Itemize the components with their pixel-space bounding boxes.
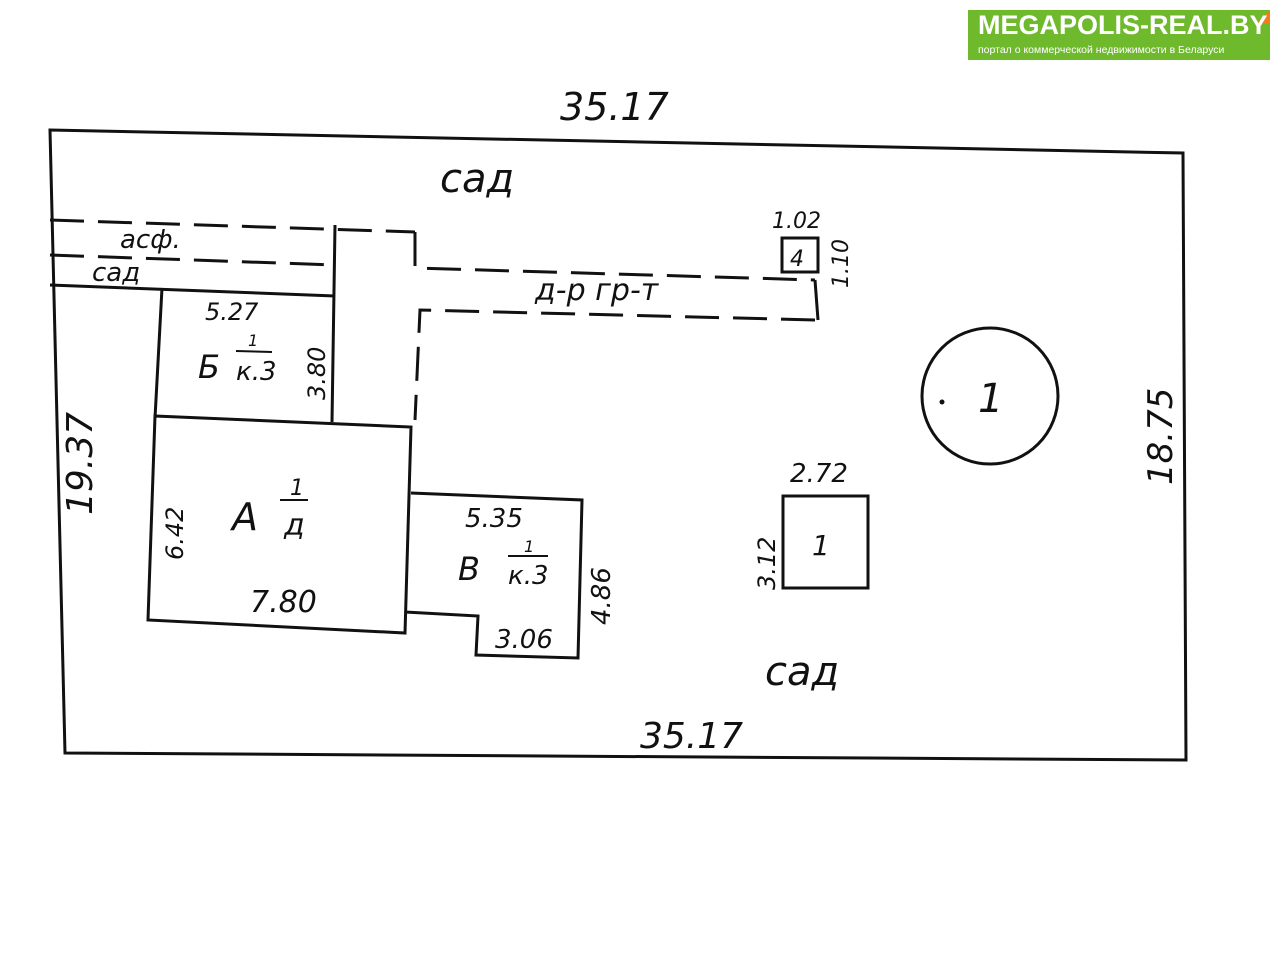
asphalt-label: асф. bbox=[120, 225, 181, 255]
garden-left-label: сад bbox=[92, 258, 140, 288]
building-a bbox=[146, 414, 413, 635]
building-b-material: к.3 bbox=[236, 357, 277, 387]
garden-top-label: сад bbox=[440, 156, 514, 202]
shed-1-depth: 3.12 bbox=[753, 537, 781, 590]
building-b-width: 5.27 bbox=[205, 298, 259, 326]
driveway-label: д-р гр-т bbox=[534, 273, 660, 308]
structure-4 bbox=[780, 236, 820, 274]
driveway-edge bbox=[413, 232, 816, 282]
plot-boundary bbox=[48, 128, 1188, 762]
structure-4-label: 4 bbox=[790, 247, 804, 272]
building-a-depth: 6.42 bbox=[161, 507, 189, 560]
building-v-depth: 4.86 bbox=[587, 567, 617, 625]
shed-1-width: 2.72 bbox=[790, 459, 848, 489]
shed-1-label: 1 bbox=[812, 529, 830, 562]
well-label: 1 bbox=[978, 376, 1003, 422]
building-a-width: 7.80 bbox=[250, 585, 317, 620]
structure-4-depth: 1.10 bbox=[829, 239, 854, 288]
logo-subtitle: портал о коммерческой недвижимости в Бел… bbox=[978, 44, 1225, 56]
building-a-material: д bbox=[283, 508, 305, 543]
building-b-floors: 1 bbox=[248, 331, 258, 350]
shed-1 bbox=[781, 494, 870, 590]
bottom-length: 35.17 bbox=[640, 716, 743, 757]
building-v-width: 5.35 bbox=[465, 504, 523, 534]
fraction-line bbox=[235, 350, 273, 353]
building-a-letter: А bbox=[229, 495, 258, 539]
strip-line bbox=[49, 283, 336, 298]
well-circle bbox=[920, 326, 1060, 466]
asphalt-strip bbox=[49, 218, 416, 234]
logo-title: MEGAPOLIS-REAL.BY bbox=[978, 10, 1268, 40]
top-length: 35.17 bbox=[560, 85, 669, 129]
well-dot bbox=[939, 399, 945, 405]
driveway-edge bbox=[413, 308, 816, 421]
building-b bbox=[153, 224, 337, 423]
site-logo[interactable]: MEGAPOLIS-REAL.BY портал о коммерческой … bbox=[968, 10, 1270, 60]
building-v-material: к.3 bbox=[508, 561, 549, 591]
building-v-floors: 1 bbox=[524, 537, 534, 556]
building-v-letter: В bbox=[458, 550, 480, 588]
left-length: 19.37 bbox=[60, 412, 101, 515]
building-b-letter: Б bbox=[198, 348, 220, 386]
structure-4-width: 1.02 bbox=[772, 209, 821, 234]
right-length: 18.75 bbox=[1141, 388, 1181, 485]
building-v bbox=[404, 491, 584, 660]
garden-bottom-label: сад bbox=[765, 649, 839, 695]
building-a-floors: 1 bbox=[290, 476, 304, 501]
building-b-depth: 3.80 bbox=[303, 347, 331, 400]
building-v-bottom: 3.06 bbox=[495, 625, 553, 655]
driveway-edge bbox=[813, 279, 820, 321]
